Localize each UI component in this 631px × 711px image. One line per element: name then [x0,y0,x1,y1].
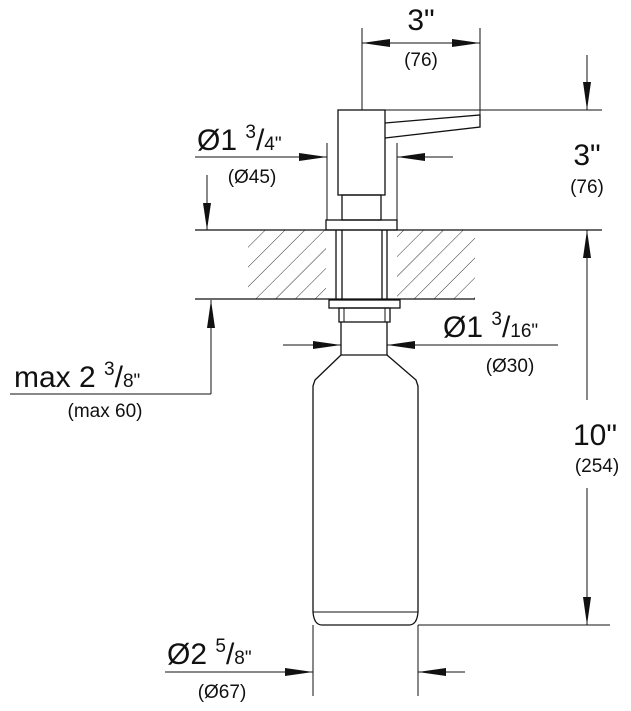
bottle-diameter-denominator: 8" [234,648,251,669]
svg-text:Ø1 3/4": Ø1 3/4" [197,122,282,157]
dispenser-head [325,109,481,231]
dimension-bottle-depth: 10" (254) [418,230,619,626]
head-diameter-denominator: 4" [264,134,281,155]
shank-diameter-numerator: 3 [491,309,502,330]
bottle-diameter-prefix: Ø2 [167,638,215,671]
svg-text:max 2 3/8": max 2 3/8" [14,359,140,394]
mounting-shank [328,230,401,323]
spout-reach-mm: (76) [404,50,438,71]
bottle-diameter-mm: (Ø67) [198,682,247,703]
dimension-head-height: 3" (76) [385,55,604,198]
head-height-mm: (76) [570,177,604,198]
dimension-bottle-diameter: Ø2 5/8" (Ø67) [165,625,465,703]
head-diameter-numerator: 3 [245,122,256,143]
shank-diameter-mm: (Ø30) [486,356,535,377]
head-height-inch: 3" [573,139,600,172]
dimension-spout-reach: 3" (76) [361,4,481,115]
max-countertop-denominator: 8" [123,371,140,392]
head-diameter-mm: (Ø45) [228,167,277,188]
shank-diameter-prefix: Ø1 [443,311,491,344]
dimension-shank-diameter: Ø1 3/16" (Ø30) [283,309,558,377]
bottle-diameter-numerator: 5 [215,636,226,657]
bottle-depth-mm: (254) [575,456,619,477]
dimension-max-countertop: max 2 3/8" (max 60) [10,300,215,422]
bottle [312,322,419,626]
max-countertop-prefix: max 2 [14,361,104,394]
dimension-head-diameter: Ø1 3/4" (Ø45) [195,122,453,230]
countertop-section [195,229,602,300]
svg-text:Ø1 3/16": Ø1 3/16" [443,309,538,344]
spout-reach-inch: 3" [407,4,434,37]
max-countertop-numerator: 3 [104,359,115,380]
svg-text:Ø2 5/8": Ø2 5/8" [167,636,252,671]
max-countertop-mm: (max 60) [68,401,143,422]
head-diameter-prefix: Ø1 [197,124,245,157]
shank-diameter-denominator: 16" [510,321,538,342]
bottle-depth-inch: 10" [573,419,617,452]
